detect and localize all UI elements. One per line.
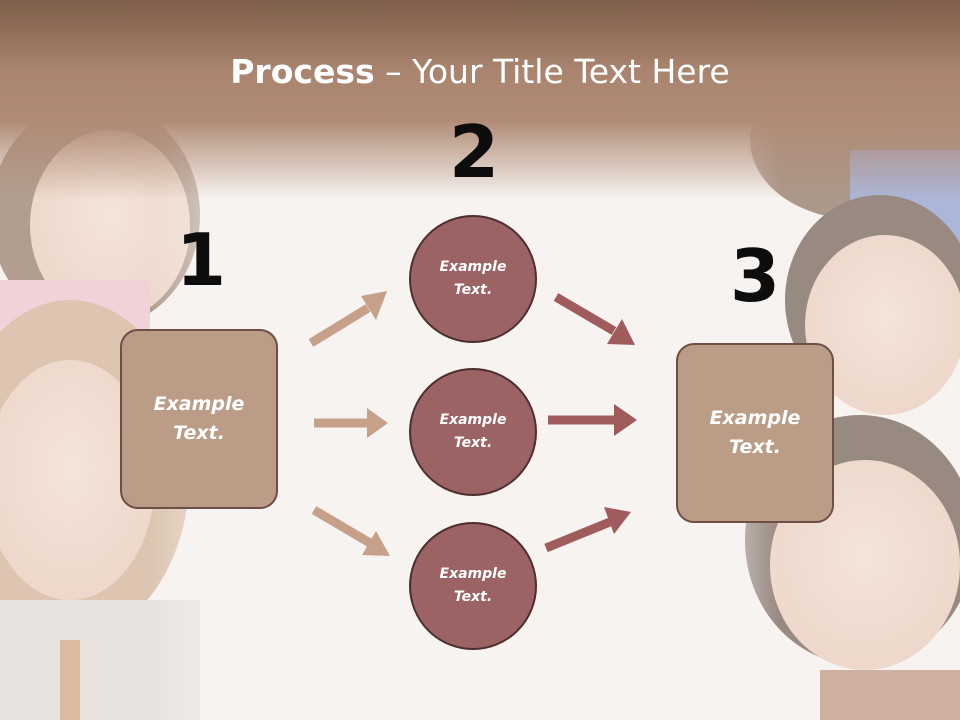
circle-top-line2: Text. xyxy=(453,282,493,298)
circle-middle: Example Text. xyxy=(409,368,537,496)
arrow-from-top-circle xyxy=(553,293,635,345)
circle-top-line1: Example xyxy=(439,259,507,275)
slide-title: Process – Your Title Text Here xyxy=(0,52,960,91)
left-box: Example Text. xyxy=(120,329,278,509)
right-box-line1: Example xyxy=(709,407,801,429)
circle-bottom-line2: Text. xyxy=(453,589,493,605)
left-box-line2: Text. xyxy=(173,422,225,444)
right-box: Example Text. xyxy=(676,343,834,523)
circle-bottom: Example Text. xyxy=(409,522,537,650)
arrow-from-middle-circle xyxy=(548,404,637,436)
step-number-3: 3 xyxy=(730,234,781,318)
arrow-from-bottom-circle xyxy=(544,507,631,553)
circle-top: Example Text. xyxy=(409,215,537,343)
title-rest: – Your Title Text Here xyxy=(374,52,730,91)
arrow-to-bottom-circle xyxy=(311,506,390,556)
arrow-to-middle-circle xyxy=(314,408,388,438)
arrow-to-top-circle xyxy=(308,291,387,347)
right-box-line2: Text. xyxy=(729,436,781,458)
left-box-line1: Example xyxy=(153,393,245,415)
title-bar xyxy=(0,0,960,200)
circle-middle-line1: Example xyxy=(439,412,507,428)
step-number-1: 1 xyxy=(176,218,227,302)
circle-middle-line2: Text. xyxy=(453,435,493,451)
step-number-2: 2 xyxy=(449,110,500,194)
title-bold: Process xyxy=(230,52,375,91)
circle-bottom-line1: Example xyxy=(439,566,507,582)
